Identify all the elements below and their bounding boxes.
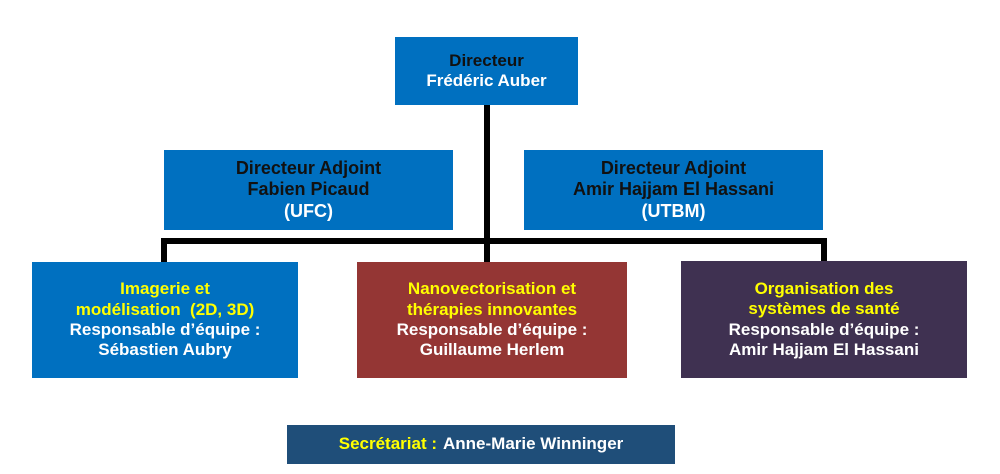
team-nanovectorisation-box: Nanovectorisation et thérapies innovante… [357, 262, 627, 378]
director-box: Directeur Frédéric Auber [395, 37, 578, 105]
team-title-line2: systèmes de santé [748, 299, 900, 319]
team-imaging-box: Imagerie et modélisation (2D, 3D) Respon… [32, 262, 298, 378]
deputy-name: Fabien Picaud [247, 179, 370, 200]
team-leader-name: Amir Hajjam El Hassani [729, 339, 919, 359]
deputy-director-ufc-box: Directeur Adjoint Fabien Picaud (UFC) [164, 150, 453, 230]
team-leader-label: Responsable d’équipe : [728, 319, 920, 339]
team-title-line1: Imagerie et [120, 279, 210, 299]
deputy-role: Directeur Adjoint [600, 157, 747, 178]
secretariat-label: Secrétariat : [338, 434, 438, 454]
deputy-affiliation: (UTBM) [641, 200, 706, 221]
secretariat-name: Anne-Marie Winninger [443, 434, 624, 454]
director-role: Directeur [449, 50, 524, 70]
team-leader-name: Sébastien Aubry [98, 340, 232, 360]
deputy-role: Directeur Adjoint [235, 157, 382, 178]
team-title-line1: Nanovectorisation et [407, 279, 577, 299]
deputy-affiliation: (UFC) [284, 200, 333, 221]
secretariat-box: Secrétariat : Anne-Marie Winninger [287, 425, 675, 464]
deputy-director-utbm-box: Directeur Adjoint Amir Hajjam El Hassani… [524, 150, 823, 230]
team-leader-label: Responsable d’équipe : [69, 320, 261, 339]
deputy-name: Amir Hajjam El Hassani [572, 179, 775, 200]
team-health-systems-box: Organisation des systèmes de santé Respo… [681, 261, 967, 378]
team-leader-name: Guillaume Herlem [419, 340, 565, 360]
director-name: Frédéric Auber [426, 71, 547, 90]
team-title-line2: modélisation (2D, 3D) [75, 299, 255, 319]
team-leader-label: Responsable d’équipe : [396, 320, 588, 339]
team-title-line2: thérapies innovantes [406, 299, 578, 319]
team-title-line1: Organisation des [754, 278, 894, 298]
